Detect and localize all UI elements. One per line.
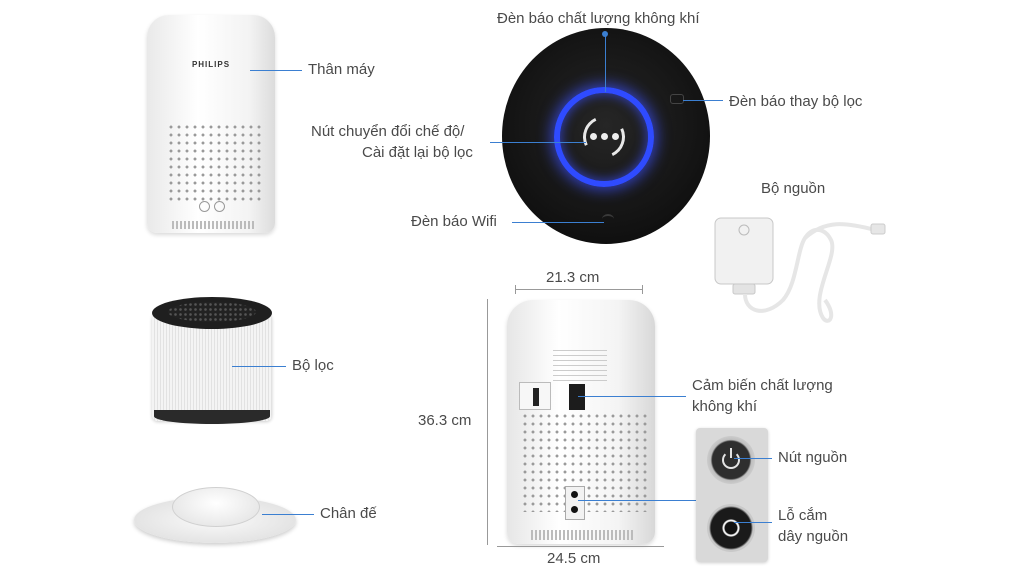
- dim-top-width: 21.3 cm: [546, 269, 600, 286]
- rear-socket-panel: [565, 486, 585, 520]
- dim-top-tick-right: [642, 285, 643, 294]
- label-power-socket-line1: Lỗ cắm: [778, 507, 828, 524]
- socket-rear-leader-line: [578, 500, 696, 501]
- power-socket-leader-line: [734, 522, 772, 523]
- label-sensor-line2: không khí: [692, 398, 758, 415]
- label-air-quality-light: Đèn báo chất lượng không khí: [497, 10, 700, 27]
- rear-bottom-vents: [531, 530, 635, 540]
- dim-top-tick-left: [515, 285, 516, 294]
- bottom-vents: [172, 221, 255, 229]
- filter-leader-line: [232, 366, 286, 367]
- power-adapter-image: [714, 217, 886, 323]
- dim-bottom-width: 24.5 cm: [547, 550, 601, 567]
- air-quality-leader-dot: [602, 31, 608, 37]
- brand-logo: PHILIPS: [191, 60, 231, 69]
- wifi-indicator-icon: [602, 214, 614, 224]
- label-filter-change-light: Đèn báo thay bộ lọc: [729, 93, 863, 110]
- label-filter: Bộ lọc: [292, 357, 334, 374]
- control-buttons: [197, 201, 227, 213]
- control-panel-top-view: [502, 28, 710, 244]
- sensor-leader-line: [578, 396, 686, 397]
- power-button[interactable]: [707, 436, 755, 484]
- dim-bottom-line: [497, 546, 664, 547]
- label-base: Chân đế: [320, 505, 377, 522]
- power-socket: [707, 504, 755, 552]
- mode-button-leader-line: [490, 142, 586, 143]
- purifier-rear-view-image: [507, 300, 655, 544]
- dim-top-line: [515, 289, 643, 290]
- label-power-socket-line2: dây nguồn: [778, 528, 849, 545]
- label-power-button: Nút nguồn: [778, 449, 848, 466]
- filter-change-indicator-icon: [670, 94, 684, 104]
- wifi-leader-line: [512, 222, 604, 223]
- purifier-body-image: PHILIPS: [147, 15, 275, 233]
- power-button-leader-line: [734, 458, 772, 459]
- closeup-panel: [696, 428, 768, 562]
- label-power-adapter: Bộ nguồn: [761, 180, 826, 197]
- filter-image: [152, 297, 272, 427]
- body-leader-line: [250, 70, 302, 71]
- perforated-grille: [167, 123, 263, 205]
- mode-dots-icon: [590, 133, 620, 141]
- base-image: [134, 487, 296, 545]
- rear-info-label: [553, 350, 607, 382]
- label-mode-button-line1: Nút chuyển đổi chế độ/: [311, 123, 465, 140]
- label-wifi-light: Đèn báo Wifi: [411, 213, 497, 230]
- label-body: Thân máy: [308, 61, 375, 78]
- dim-height: 36.3 cm: [418, 412, 472, 429]
- dim-height-line: [487, 299, 488, 545]
- label-mode-button-line2: Cài đặt lại bộ lọc: [362, 144, 473, 161]
- air-quality-leader-line: [605, 32, 606, 92]
- air-quality-sensor: [515, 382, 605, 412]
- air-quality-ring: [554, 87, 654, 187]
- filter-change-leader-line: [683, 100, 723, 101]
- power-icon: [722, 451, 740, 469]
- label-sensor-line1: Cảm biến chất lượng: [692, 377, 833, 394]
- base-leader-line: [262, 514, 314, 515]
